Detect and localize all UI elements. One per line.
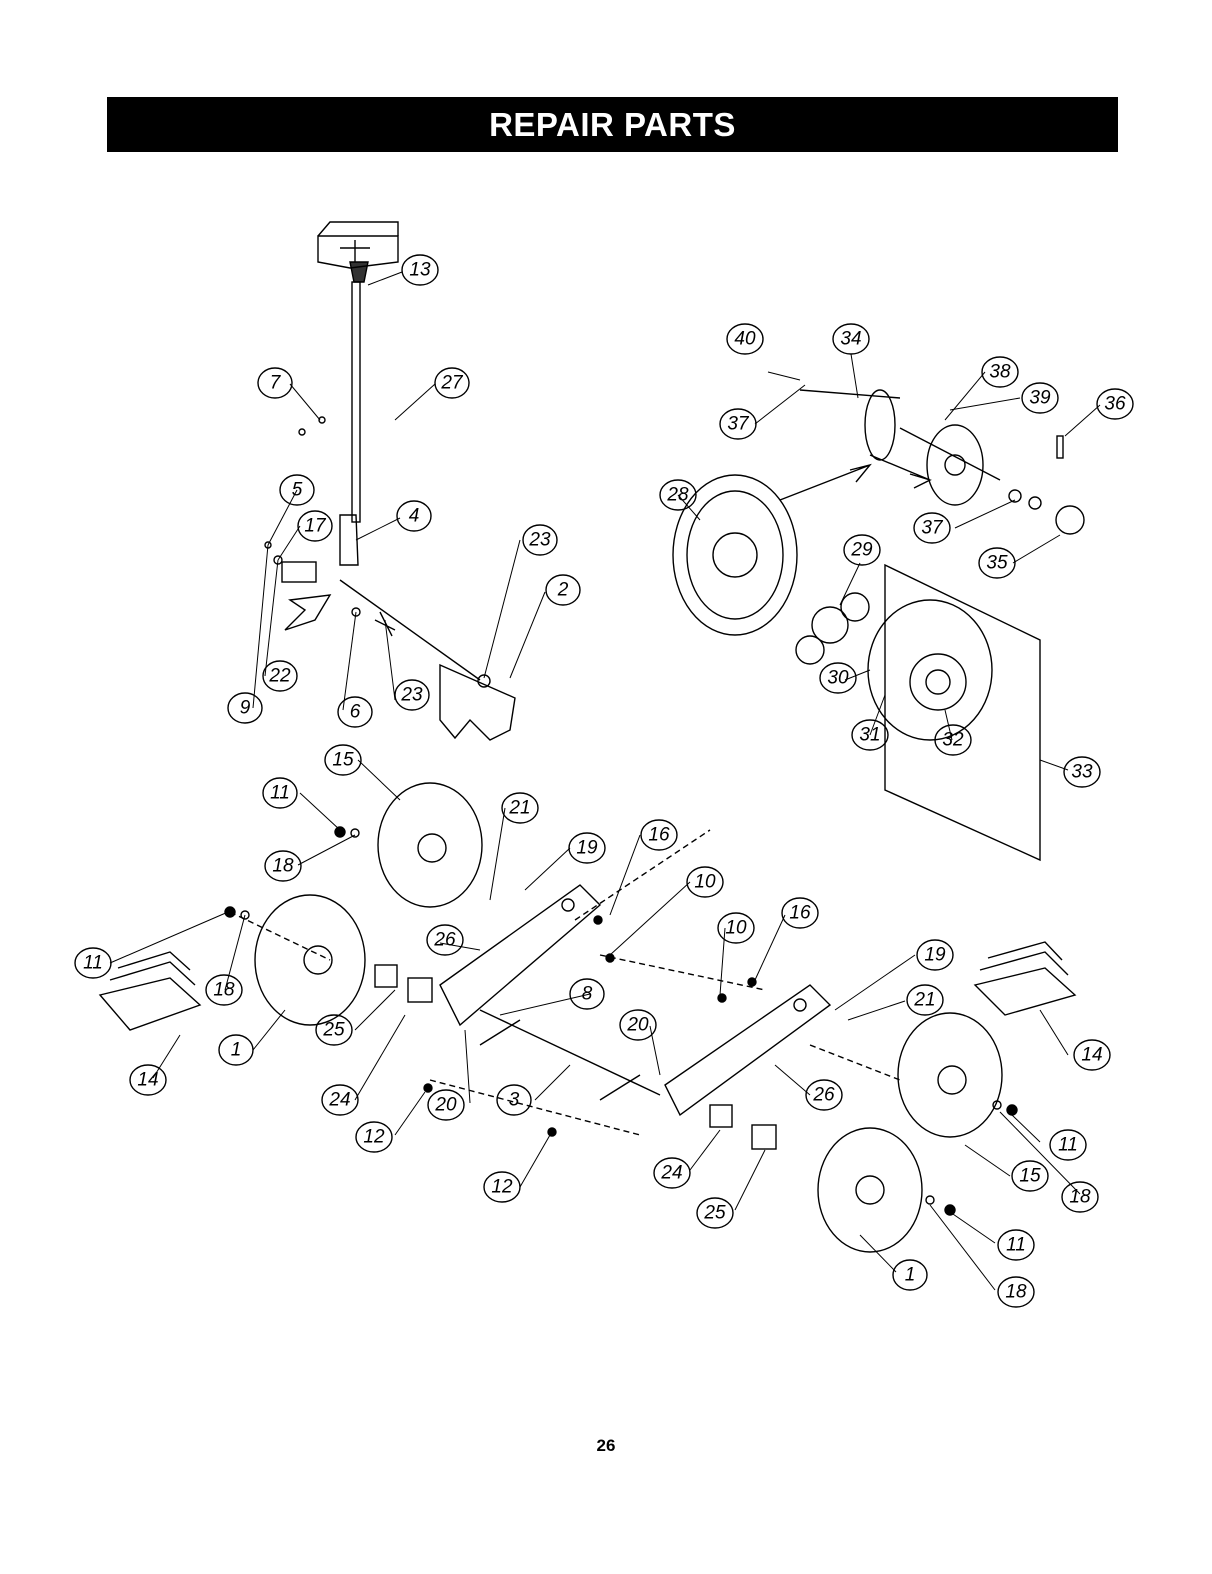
- callout-34: 34: [840, 329, 861, 350]
- callout-10: 10: [694, 872, 716, 893]
- callout-28: 28: [666, 485, 689, 506]
- callout-20: 20: [434, 1095, 457, 1116]
- callout-circles: [74, 254, 1134, 1308]
- callout-30: 30: [827, 668, 849, 689]
- callout-24: 24: [328, 1090, 350, 1111]
- callout-24: 24: [660, 1163, 682, 1184]
- callout-10: 10: [725, 918, 747, 939]
- callout-16: 16: [789, 903, 811, 924]
- callout-1: 1: [905, 1265, 916, 1286]
- callout-38: 38: [989, 362, 1011, 383]
- callout-25: 25: [322, 1020, 345, 1041]
- callout-26: 26: [433, 930, 456, 951]
- callout-5: 5: [292, 480, 303, 501]
- callout-26: 26: [812, 1085, 835, 1106]
- callout-21: 21: [913, 990, 935, 1011]
- callout-11: 11: [1006, 1235, 1026, 1256]
- callout-18: 18: [213, 980, 235, 1001]
- callout-13: 13: [409, 260, 431, 281]
- callout-37: 37: [727, 414, 750, 435]
- callout-19: 19: [924, 945, 946, 966]
- callout-19: 19: [576, 838, 598, 859]
- callout-18: 18: [272, 856, 294, 877]
- callout-2: 2: [557, 580, 569, 601]
- callout-23: 23: [400, 685, 423, 706]
- callout-16: 16: [648, 825, 670, 846]
- callout-18: 18: [1069, 1187, 1091, 1208]
- callout-15: 15: [332, 750, 354, 771]
- callout-35: 35: [986, 553, 1008, 574]
- callout-8: 8: [582, 984, 593, 1005]
- callout-21: 21: [508, 798, 530, 819]
- callout-23: 23: [528, 530, 551, 551]
- callout-11: 11: [1058, 1135, 1078, 1156]
- callout-40: 40: [734, 329, 756, 350]
- callout-31: 31: [859, 725, 880, 746]
- callout-33: 33: [1071, 762, 1093, 783]
- callout-22: 22: [268, 666, 291, 687]
- callout-18: 18: [1005, 1282, 1027, 1303]
- callout-17: 17: [304, 516, 327, 537]
- shift-lever-assembly: [264, 221, 516, 741]
- callout-37: 37: [921, 518, 944, 539]
- callout-20: 20: [626, 1015, 649, 1036]
- callout-39: 39: [1029, 388, 1051, 409]
- gear-train-assembly: [672, 389, 1085, 862]
- callout-12: 12: [363, 1127, 385, 1148]
- page-number: 26: [596, 1436, 616, 1455]
- callout-27: 27: [440, 373, 464, 394]
- callout-14: 14: [137, 1070, 158, 1091]
- callout-9: 9: [240, 698, 251, 719]
- callout-6: 6: [350, 702, 361, 723]
- callout-14: 14: [1081, 1045, 1102, 1066]
- leader-lines: [109, 271, 1101, 1291]
- callout-4: 4: [409, 506, 420, 527]
- track-frame-assembly: [98, 782, 1077, 1253]
- callout-32: 32: [942, 730, 964, 751]
- page-title: REPAIR PARTS: [489, 105, 736, 143]
- repair-parts-header: REPAIR PARTS: [107, 97, 1118, 152]
- callout-29: 29: [850, 540, 873, 561]
- callout-7: 7: [270, 373, 282, 394]
- callout-1: 1: [231, 1040, 242, 1061]
- callout-12: 12: [491, 1177, 513, 1198]
- callout-11: 11: [270, 783, 290, 804]
- callout-25: 25: [703, 1203, 726, 1224]
- callout-11: 11: [83, 953, 103, 974]
- callout-15: 15: [1019, 1166, 1041, 1187]
- callout-3: 3: [509, 1090, 520, 1111]
- callout-36: 36: [1104, 394, 1126, 415]
